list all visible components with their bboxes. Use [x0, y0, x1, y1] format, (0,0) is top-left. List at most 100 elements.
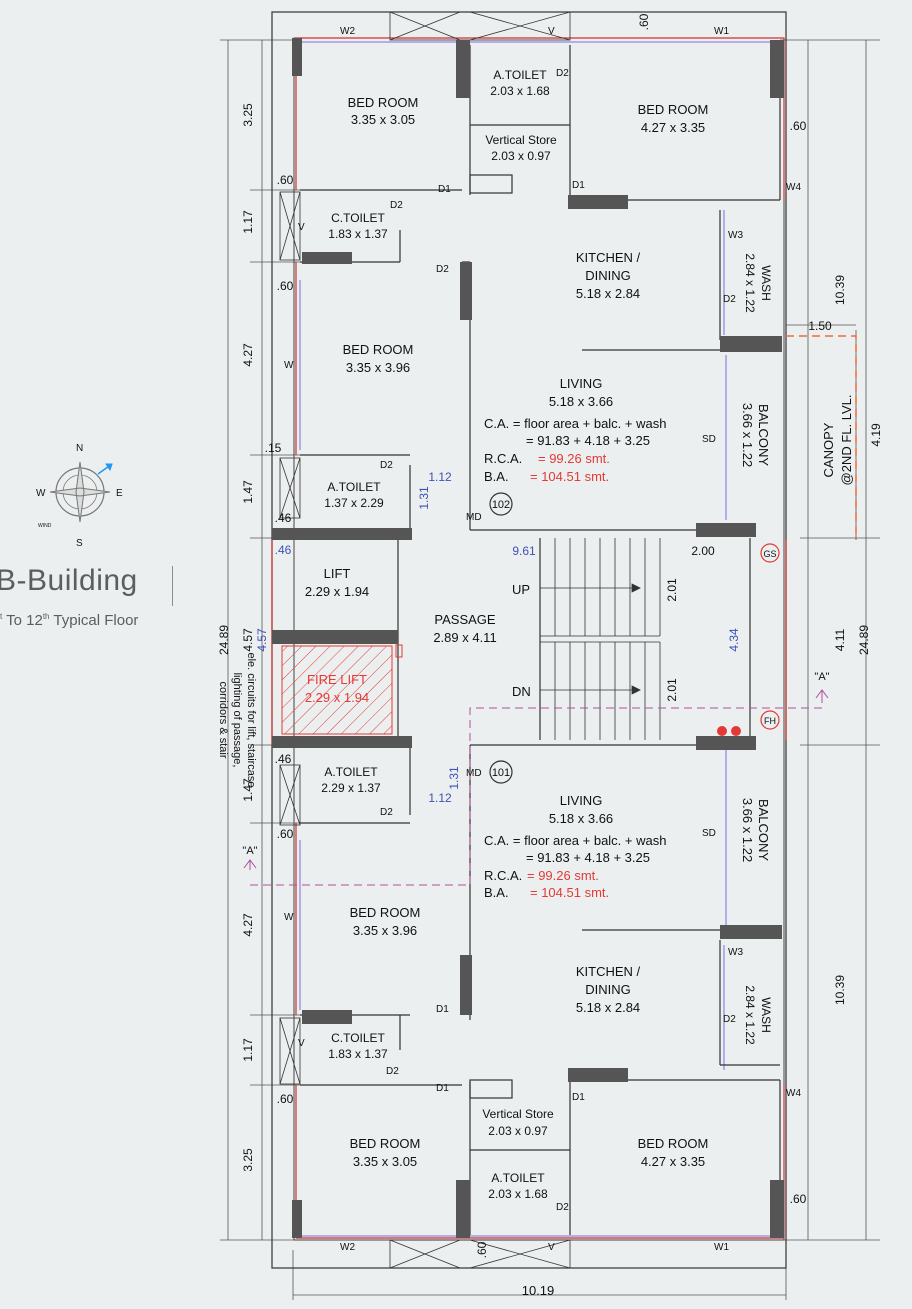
svg-text:DINING: DINING — [585, 268, 631, 283]
svg-text:1.37 x 2.29: 1.37 x 2.29 — [324, 496, 384, 510]
svg-text:4.27 x 3.35: 4.27 x 3.35 — [641, 1154, 705, 1169]
svg-text:2.29 x 1.94: 2.29 x 1.94 — [305, 690, 369, 705]
staircase — [540, 538, 661, 740]
gs-marker: GS — [763, 549, 776, 559]
room-atoilet-ml-t: A.TOILET — [327, 480, 381, 494]
section-line — [250, 690, 823, 886]
door-md-bottom: MD — [466, 768, 482, 779]
svg-text:1.31: 1.31 — [447, 766, 461, 790]
window-w2-bottom: W2 — [340, 1242, 355, 1253]
fh-marker: FH — [764, 716, 776, 726]
svg-text:D2: D2 — [390, 200, 403, 211]
room-atoilet-ml-b: A.TOILET — [324, 765, 378, 779]
canopy-label: CANOPY — [821, 422, 836, 477]
svg-text:D2: D2 — [386, 1066, 399, 1077]
svg-text:1.17: 1.17 — [241, 1038, 255, 1062]
area-block-top: C.A. = floor area + balc. + wash = 91.83… — [484, 416, 666, 484]
svg-text:D1: D1 — [436, 1083, 449, 1094]
svg-text:B.A.: B.A. — [484, 469, 509, 484]
compass-icon: N S W E WIND — [36, 443, 123, 549]
svg-text:corridors & stair: corridors & stair — [217, 681, 229, 758]
svg-text:4.27: 4.27 — [241, 913, 255, 937]
svg-text:2.01: 2.01 — [665, 678, 679, 702]
svg-text:D2: D2 — [380, 460, 393, 471]
room-ctoilet-t: C.TOILET — [331, 211, 385, 225]
svg-text:V: V — [298, 1038, 305, 1049]
svg-text:2.03 x 1.68: 2.03 x 1.68 — [490, 84, 550, 98]
room-bed-ml-t: BED ROOM — [343, 342, 414, 357]
room-bed-ml-b: BED ROOM — [350, 905, 421, 920]
room-bed-tl: BED ROOM — [348, 95, 419, 110]
compass-e: E — [116, 488, 123, 499]
stair-dn: DN — [512, 684, 531, 699]
gs-fh-symbols — [717, 543, 780, 736]
svg-text:1.12: 1.12 — [428, 791, 452, 805]
svg-text:1.83 x 1.37: 1.83 x 1.37 — [328, 227, 388, 241]
fire-lift-hatch — [281, 645, 393, 735]
room-atoilet-bc: A.TOILET — [491, 1171, 545, 1185]
svg-text:= 99.26 smt.: = 99.26 smt. — [527, 868, 599, 883]
svg-text:SD: SD — [702, 434, 716, 445]
room-bed-tr: BED ROOM — [638, 102, 709, 117]
window-w1-bottom: W1 — [714, 1242, 729, 1253]
svg-text:5.18 x 2.84: 5.18 x 2.84 — [576, 1000, 640, 1015]
section-marker-right: "A" — [814, 671, 829, 683]
compass-wind: WIND — [38, 523, 52, 529]
room-kitchen-t: KITCHEN / — [576, 250, 641, 265]
svg-text:4.27 x 3.35: 4.27 x 3.35 — [641, 120, 705, 135]
overall-width: 10.19 — [522, 1283, 555, 1298]
svg-text:.60: .60 — [277, 173, 294, 187]
svg-text:V: V — [548, 1242, 555, 1253]
room-atoilet-tc: A.TOILET — [493, 68, 547, 82]
svg-text:W: W — [284, 912, 294, 923]
svg-text:ele. circuits for lift, stairc: ele. circuits for lift, staircase — [245, 652, 257, 787]
room-fire-lift: FIRE LIFT — [307, 672, 367, 687]
room-ctoilet-b: C.TOILET — [331, 1031, 385, 1045]
compass-w: W — [36, 488, 46, 499]
dimension-lines — [220, 39, 880, 1300]
unit-101: 101 — [492, 767, 510, 779]
svg-text:1.50: 1.50 — [808, 319, 832, 333]
dimensions: 3.25 1.17 4.27 1.47 4.57 4.57 24.89 1.47… — [217, 13, 883, 1298]
svg-text:.60: .60 — [790, 1192, 807, 1206]
svg-text:.60: .60 — [790, 119, 807, 133]
svg-text:3.35 x 3.05: 3.35 x 3.05 — [351, 112, 415, 127]
room-bed-br: BED ROOM — [638, 1136, 709, 1151]
svg-text:3.66 x 1.22: 3.66 x 1.22 — [740, 798, 755, 862]
svg-text:.60: .60 — [637, 13, 651, 30]
room-kitchen-b: KITCHEN / — [576, 964, 641, 979]
window-w1-top: W1 — [714, 26, 729, 37]
svg-text:2.29 x 1.37: 2.29 x 1.37 — [321, 781, 381, 795]
svg-text:.46: .46 — [275, 543, 292, 557]
svg-text:lighting of passage,: lighting of passage, — [231, 673, 243, 768]
unit-102-marker — [489, 492, 513, 516]
svg-text:D2: D2 — [380, 807, 393, 818]
svg-text:= 104.51 smt.: = 104.51 smt. — [530, 885, 609, 900]
svg-text:D2: D2 — [556, 1202, 569, 1213]
svg-text:R.C.A.: R.C.A. — [484, 451, 522, 466]
room-wash-t: WASH — [759, 265, 773, 301]
svg-text:B.A.: B.A. — [484, 885, 509, 900]
svg-text:4.19: 4.19 — [869, 423, 883, 447]
svg-text:2.00: 2.00 — [691, 544, 715, 558]
svg-text:1.47: 1.47 — [241, 480, 255, 504]
building-title: B-Building — [0, 564, 138, 597]
svg-text:.60: .60 — [277, 279, 294, 293]
svg-text:1.12: 1.12 — [428, 470, 452, 484]
svg-text:V: V — [298, 222, 305, 233]
svg-text:V: V — [548, 26, 555, 37]
svg-text:4.34: 4.34 — [727, 628, 741, 652]
svg-text:2.03 x 1.68: 2.03 x 1.68 — [488, 1187, 548, 1201]
svg-text:.60: .60 — [277, 1092, 294, 1106]
window-w4-bottom: W4 — [786, 1088, 801, 1099]
svg-text:2.84 x 1.22: 2.84 x 1.22 — [743, 253, 757, 313]
svg-text:.46: .46 — [275, 511, 292, 525]
svg-text:W: W — [284, 360, 294, 371]
svg-text:1.83 x 1.37: 1.83 x 1.37 — [328, 1047, 388, 1061]
svg-text:D1: D1 — [438, 184, 451, 195]
window-w3-top: W3 — [728, 230, 743, 241]
window-w4-top: W4 — [786, 182, 801, 193]
svg-text:.60: .60 — [277, 827, 294, 841]
unit-102: 102 — [492, 499, 510, 511]
